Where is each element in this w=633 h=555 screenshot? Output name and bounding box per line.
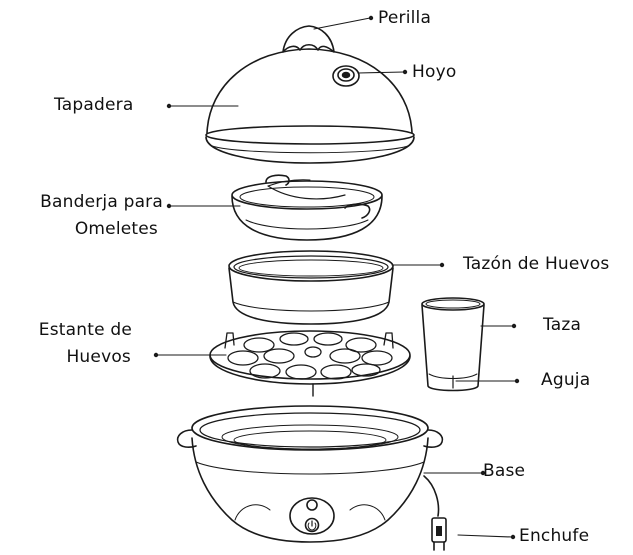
label-perilla: Perilla <box>378 8 432 28</box>
lid-rim <box>205 125 415 145</box>
egg-bowl <box>228 250 394 325</box>
lid-dome <box>206 48 413 134</box>
label-bandeja-line2: Omeletes <box>74 219 158 239</box>
label-taza: Taza <box>543 315 582 335</box>
label-hoyo: Hoyo <box>412 62 457 82</box>
label-estante-line1: Estante de <box>38 320 132 340</box>
label-enchufe: Enchufe <box>519 526 590 546</box>
label-estante-line2: Huevos <box>66 347 131 367</box>
vent-hole <box>332 65 360 87</box>
lid-handle <box>282 25 335 53</box>
label-bandeja-line1: Banderja para <box>40 192 163 212</box>
omelette-tray <box>231 174 383 241</box>
base <box>176 405 444 543</box>
leader-lines <box>153 15 520 540</box>
egg-rack <box>209 330 411 397</box>
label-tapadera: Tapadera <box>54 95 134 115</box>
label-tazon: Tazón de Huevos <box>463 254 610 274</box>
lid <box>205 25 415 164</box>
lid-rim-lower <box>205 136 415 164</box>
measuring-cup <box>421 297 485 392</box>
plug <box>431 517 447 551</box>
label-aguja: Aguja <box>541 370 591 390</box>
power-cord <box>423 475 440 517</box>
label-base: Base <box>483 461 526 481</box>
